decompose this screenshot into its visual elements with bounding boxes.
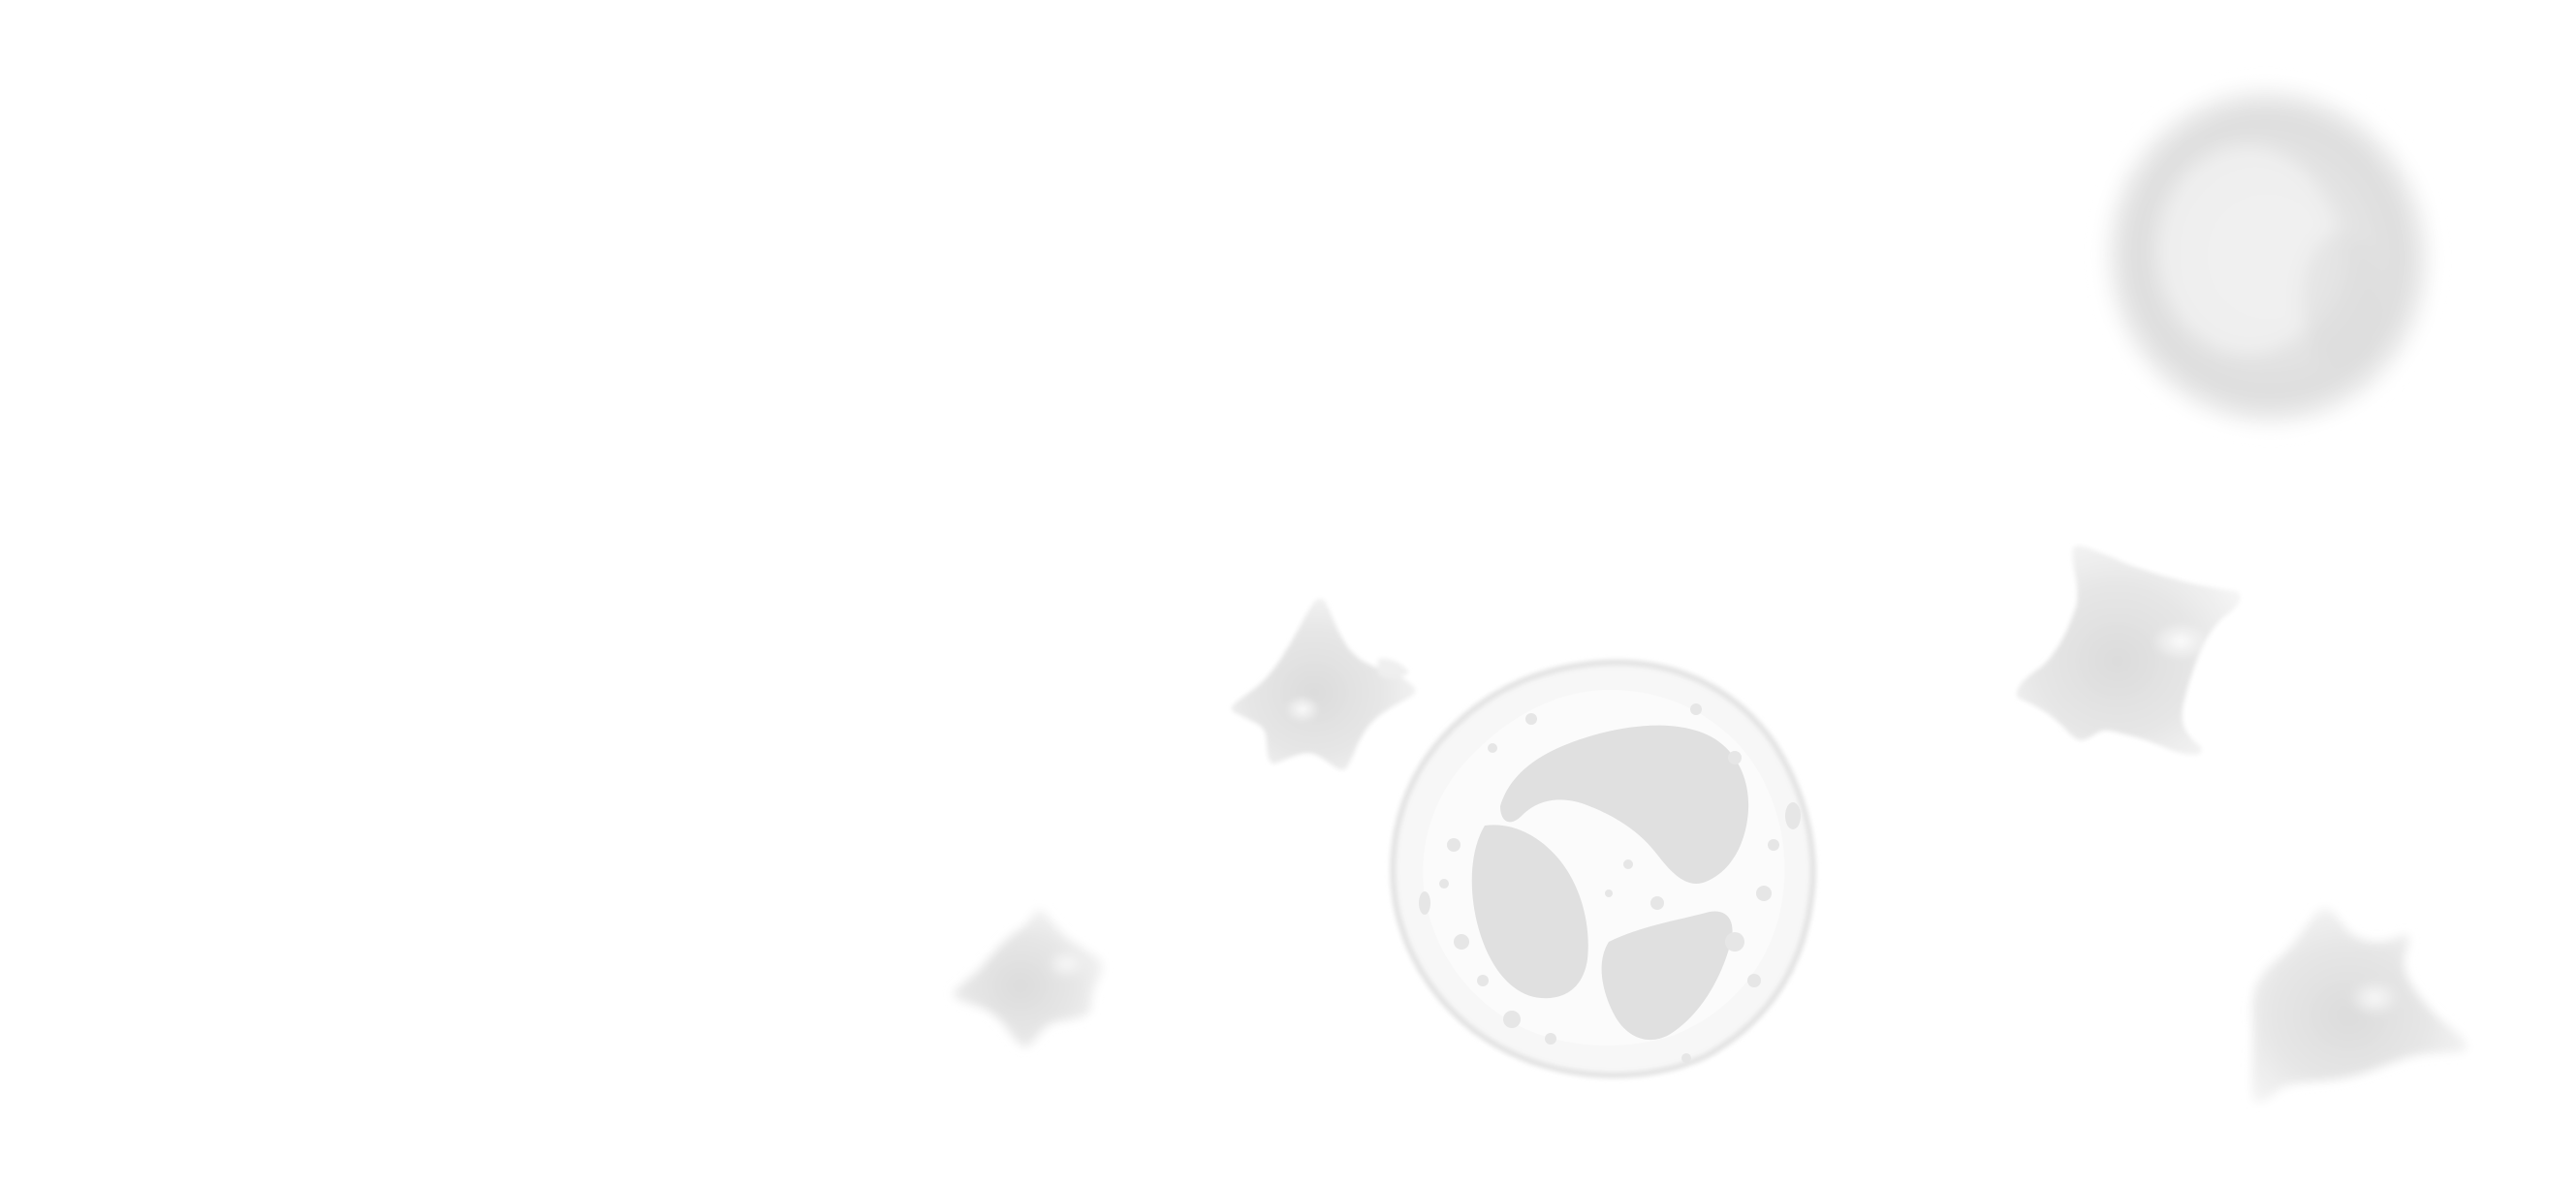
platelet-illustration: [950, 906, 1110, 1051]
platelet-illustration: [2248, 901, 2471, 1119]
platelet-illustration: [2016, 541, 2253, 764]
platelet-illustration: [1225, 591, 1424, 780]
red-blood-cell-illustration: [2093, 78, 2442, 436]
white-blood-cell-illustration: [1386, 651, 1822, 1078]
scene-description: Decorative background of faint gray 3D b…: [0, 0, 1, 1]
